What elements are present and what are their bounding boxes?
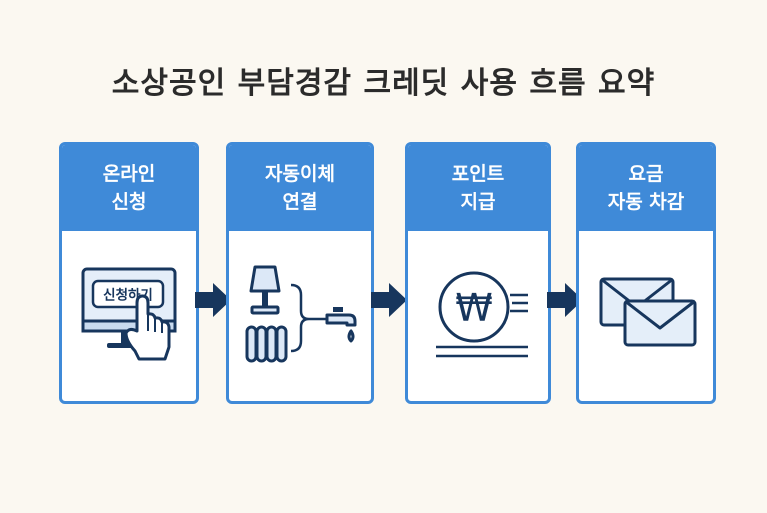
envelopes-icon xyxy=(599,277,697,347)
page-title: 소상공인 부담경감 크레딧 사용 흐름 요약 xyxy=(111,66,656,101)
step-illustration: 신청하기 xyxy=(62,231,196,401)
step-card-auto-deduction: 요금 자동 차감 xyxy=(576,142,716,404)
step-illustration: ₩ xyxy=(408,231,548,401)
step-header: 온라인 신청 xyxy=(62,145,196,231)
step-label-line1: 포인트 xyxy=(451,163,505,185)
flow-arrow-1 xyxy=(195,283,231,317)
flow-arrow-3 xyxy=(547,283,583,317)
flow-arrow-2 xyxy=(371,283,407,317)
step-label-line2: 신청 xyxy=(111,191,147,213)
step-card-online-apply: 온라인 신청 신청하기 xyxy=(59,142,199,404)
step-label-line2: 지급 xyxy=(460,191,496,213)
step-header: 포인트 지급 xyxy=(408,145,548,231)
won-symbol: ₩ xyxy=(455,286,493,330)
step-header: 자동이체 연결 xyxy=(229,145,371,231)
step-illustration xyxy=(579,231,713,401)
step-label-line1: 온라인 xyxy=(102,163,156,185)
step-label-line2: 연결 xyxy=(282,191,318,213)
step-label-line1: 요금 xyxy=(628,163,664,185)
step-label-line2: 자동 차감 xyxy=(607,191,685,213)
step-label-line1: 자동이체 xyxy=(265,163,335,185)
faucet-icon xyxy=(325,307,357,343)
radiator-icon xyxy=(245,325,288,363)
step-illustration xyxy=(229,231,371,401)
won-coin-icon: ₩ xyxy=(436,271,528,358)
step-card-points-issued: 포인트 지급 ₩ xyxy=(405,142,551,404)
utilities-icon xyxy=(245,265,357,363)
bracket-connector xyxy=(290,283,310,353)
lamp-icon xyxy=(249,265,281,315)
step-header: 요금 자동 차감 xyxy=(579,145,713,231)
step-card-autopay-link: 자동이체 연결 xyxy=(226,142,374,404)
monitor-click-icon: 신청하기 xyxy=(81,267,177,361)
